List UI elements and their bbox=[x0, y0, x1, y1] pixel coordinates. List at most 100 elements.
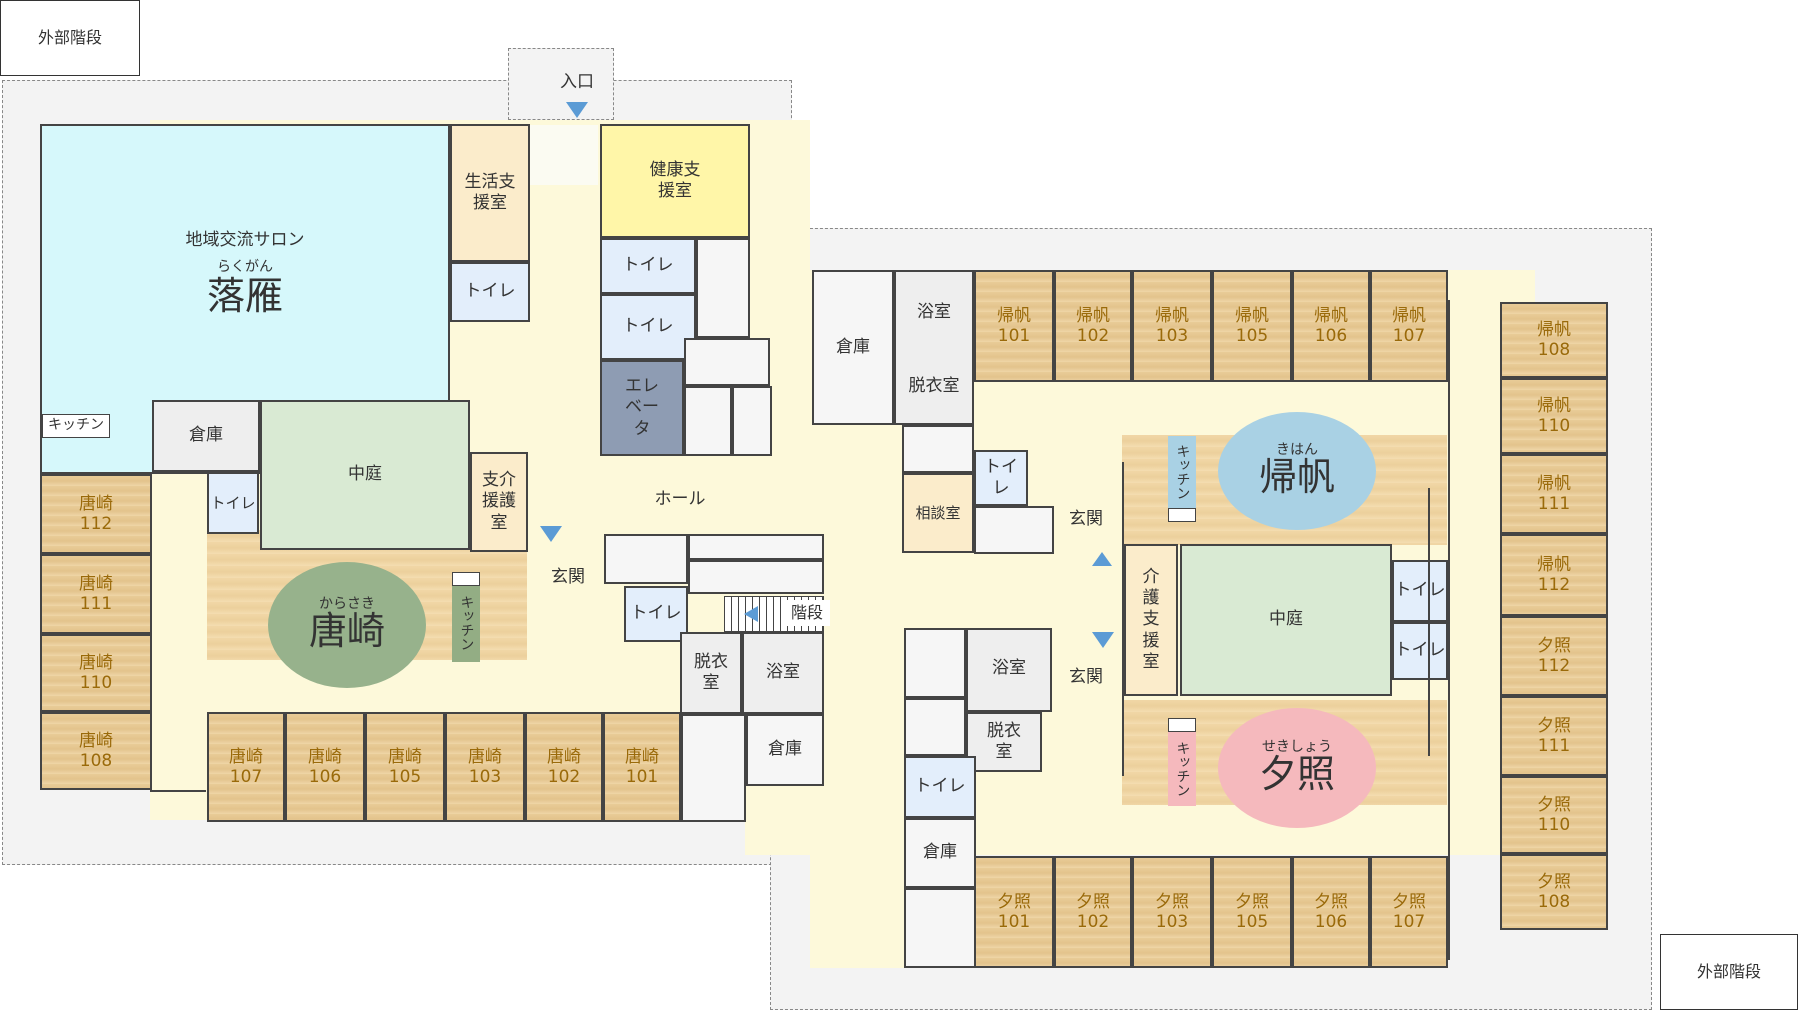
genkan-east-2: 玄関 bbox=[1069, 667, 1103, 688]
karasaki-kitchen: キッチン bbox=[452, 584, 480, 662]
bath-room-center bbox=[894, 270, 974, 425]
genkan-west: 玄関 bbox=[551, 567, 585, 588]
toilet-mid: トイレ bbox=[974, 450, 1028, 506]
kihan-unit-label: きはん 帰帆 bbox=[1218, 412, 1376, 530]
entrance-passage bbox=[528, 125, 598, 185]
wall-west-bottom bbox=[150, 790, 206, 792]
karasaki-storage: 倉庫 bbox=[152, 400, 260, 472]
yuteru-kitchen: キッチン bbox=[1168, 732, 1196, 806]
karasaki-sink bbox=[452, 572, 480, 586]
toilet-center-1: トイレ bbox=[600, 238, 696, 294]
wall-outer-east bbox=[1448, 300, 1450, 960]
consult-room: 相談室 bbox=[902, 473, 974, 553]
yuteru-care-room: 介護支援室 bbox=[1124, 544, 1178, 696]
entrance-label: 入口 bbox=[560, 72, 594, 93]
elevator: エレベータ bbox=[600, 360, 684, 456]
east-courtyard: 中庭 bbox=[1180, 544, 1392, 696]
col-block-3 bbox=[904, 888, 976, 968]
toilet-east-2: トイレ bbox=[1392, 622, 1448, 680]
genkan-west-arrow-icon bbox=[540, 526, 562, 542]
bath-room-lower: 浴室 bbox=[742, 632, 824, 714]
yuteru-sink bbox=[1168, 718, 1196, 732]
shaft-3 bbox=[684, 386, 732, 456]
entrance-arrow-icon bbox=[566, 102, 588, 118]
lower-block bbox=[681, 714, 746, 822]
shaft-1 bbox=[696, 238, 750, 338]
hall-label: ホール bbox=[654, 489, 706, 510]
karasaki-courtyard: 中庭 bbox=[260, 400, 470, 550]
yuteru-unit-label: せきしょう 夕照 bbox=[1218, 708, 1376, 828]
undress-room-right: 脱衣室 bbox=[966, 712, 1042, 772]
storage-center: 倉庫 bbox=[812, 270, 894, 425]
bath-room-right bbox=[966, 628, 1052, 712]
karasaki-care-room: 支介援護室 bbox=[470, 452, 528, 552]
wall-east-right-1 bbox=[1428, 488, 1430, 756]
stair-block-2 bbox=[688, 534, 824, 560]
col-block-2 bbox=[904, 698, 966, 756]
bath-label-center: 浴室 bbox=[917, 302, 951, 323]
shaft-4 bbox=[732, 386, 772, 456]
entrance-porch bbox=[508, 48, 614, 120]
kihan-kitchen: キッチン bbox=[1168, 436, 1196, 508]
toilet-salon: トイレ bbox=[450, 262, 530, 322]
health-support-room: 健康支援室 bbox=[600, 124, 750, 238]
storage-lower: 倉庫 bbox=[746, 714, 824, 786]
col-block-1 bbox=[904, 628, 966, 698]
stairs-arrow-icon bbox=[744, 606, 758, 622]
genkan-east-1: 玄関 bbox=[1069, 509, 1103, 530]
undress-room-lower: 脱衣室 bbox=[680, 632, 742, 714]
stairs-label: 階段 bbox=[784, 600, 830, 626]
salon-title: 落雁 bbox=[206, 274, 283, 319]
wall-west-left bbox=[150, 474, 152, 790]
life-support-room: 生活支援室 bbox=[450, 124, 530, 262]
storage-mid bbox=[902, 425, 974, 473]
stair-block-3 bbox=[688, 560, 824, 594]
genkan-east-down-arrow-icon bbox=[1092, 632, 1114, 648]
wall-east-courtyard-left bbox=[1122, 462, 1124, 776]
bath-label-right: 浴室 bbox=[992, 658, 1026, 679]
shaft-2 bbox=[684, 338, 770, 386]
toilet-right: トイレ bbox=[904, 756, 976, 818]
external-stairs-top-left: 外部階段 bbox=[0, 0, 140, 76]
stair-block-1 bbox=[604, 534, 688, 584]
karasaki-toilet: トイレ bbox=[207, 472, 259, 534]
genkan-east-up-arrow-icon bbox=[1092, 552, 1112, 566]
pantry-mid bbox=[974, 506, 1054, 554]
external-stairs-bottom-right: 外部階段 bbox=[1660, 934, 1798, 1010]
salon-kitchen: キッチン bbox=[42, 414, 110, 438]
salon-name: 地域交流サロン bbox=[185, 229, 305, 250]
storage-right: 倉庫 bbox=[904, 818, 976, 888]
karasaki-unit-label: からさき 唐崎 bbox=[268, 562, 426, 688]
undress-label-center: 脱衣室 bbox=[908, 376, 960, 397]
toilet-center-2: トイレ bbox=[600, 294, 696, 360]
toilet-lower: トイレ bbox=[624, 586, 688, 642]
